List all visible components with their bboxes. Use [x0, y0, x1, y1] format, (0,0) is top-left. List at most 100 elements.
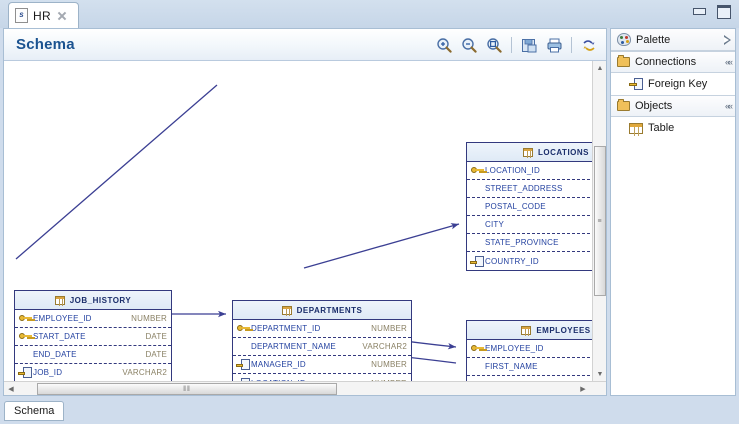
palette-item-label: Table	[648, 122, 675, 134]
folder-icon	[617, 55, 630, 67]
bottom-tab-strip: Schema	[0, 398, 739, 424]
window-controls	[691, 4, 731, 19]
bottom-tab-schema[interactable]: Schema	[4, 401, 65, 421]
toolbar-separator	[571, 37, 572, 53]
er-column-row[interactable]: POSTAL_CODEVARCHAR2	[467, 198, 593, 216]
palette-header[interactable]: Palette	[611, 29, 735, 51]
er-column-type: NUMBER	[371, 379, 407, 382]
canvas-horizontal-scrollbar[interactable]: ◀ ‖‖ ▶	[4, 381, 606, 395]
triangle-up-icon[interactable]: ▲	[596, 64, 604, 72]
er-table-title: JOB_HISTORY	[69, 295, 132, 305]
column-icon-none	[470, 201, 485, 212]
primary-key-icon	[18, 313, 33, 324]
canvas-vertical-scrollbar[interactable]: ▲ ≡ ▼	[592, 61, 606, 381]
column-icon-none	[470, 237, 485, 248]
palette-section-label: Connections	[635, 56, 697, 68]
er-table-employees[interactable]: EMPLOYEESEMPLOYEE_IDNUMBERFIRST_NAMEVARC…	[466, 320, 593, 381]
er-column-type: DATE	[145, 332, 167, 341]
er-column-name: EMPLOYEE_ID	[485, 344, 544, 353]
folder-icon	[617, 99, 630, 111]
er-table-title: LOCATIONS	[537, 147, 589, 157]
er-column-type: VARCHAR2	[362, 342, 407, 351]
palette-section-label: Objects	[635, 100, 673, 112]
er-column-name: END_DATE	[33, 350, 77, 359]
maximize-button[interactable]	[716, 4, 731, 19]
er-column-type: NUMBER	[131, 314, 167, 323]
zoom-out-icon[interactable]	[458, 34, 480, 56]
editor-toolbar	[433, 34, 600, 56]
er-column-name: DEPARTMENT_NAME	[251, 342, 336, 351]
er-column-row[interactable]: STREET_ADDRESSVARCHAR2	[467, 180, 593, 198]
er-column-name: JOB_ID	[33, 368, 63, 377]
table-icon	[281, 305, 292, 315]
triangle-right-icon[interactable]	[724, 34, 731, 45]
er-column-name: STATE_PROVINCE	[485, 238, 559, 247]
er-column-name: LOCATION_ID	[485, 166, 540, 175]
zoom-in-icon[interactable]	[433, 34, 455, 56]
er-table-header: LOCATIONS	[467, 143, 593, 162]
palette-section-connections[interactable]: Connections ««	[611, 51, 735, 73]
er-column-row[interactable]: DEPARTMENT_NAME VARCHAR2	[233, 338, 411, 356]
editor-header: Schema	[4, 29, 606, 61]
er-column-row[interactable]: EMPLOYEE_ID NUMBER	[15, 310, 171, 328]
refresh-icon[interactable]	[578, 34, 600, 56]
primary-key-icon	[18, 331, 33, 342]
triangle-down-icon[interactable]: ▼	[596, 370, 604, 378]
table-icon	[54, 295, 65, 305]
minimize-button[interactable]	[691, 4, 706, 17]
er-column-type: NUMBER	[371, 324, 407, 333]
column-icon-none	[470, 219, 485, 230]
column-icon-none	[470, 183, 485, 194]
double-chevron-icon[interactable]: ««	[724, 57, 733, 67]
er-column-type: DATE	[145, 350, 167, 359]
er-column-name: POSTAL_CODE	[485, 202, 546, 211]
zoom-fit-icon[interactable]	[483, 34, 505, 56]
triangle-right-icon[interactable]: ▶	[580, 386, 586, 393]
editor-tab-label: HR	[33, 8, 51, 23]
editor-tab-hr[interactable]: s HR	[8, 2, 79, 28]
er-column-name: COUNTRY_ID	[485, 256, 539, 266]
double-chevron-icon[interactable]: ««	[724, 101, 733, 111]
wire-job-history-jobs	[15, 84, 218, 260]
palette-section-objects[interactable]: Objects ««	[611, 95, 735, 117]
palette-item-table[interactable]: Table	[611, 117, 735, 139]
palette-item-foreign-key[interactable]: Foreign Key	[611, 73, 735, 95]
triangle-left-icon[interactable]: ◀	[8, 386, 14, 393]
horizontal-scroll-thumb[interactable]: ‖‖	[37, 383, 337, 395]
er-column-row[interactable]: JOB_ID VARCHAR2	[15, 364, 171, 381]
er-column-row[interactable]: END_DATE DATE	[15, 346, 171, 364]
vertical-scroll-thumb[interactable]: ≡	[594, 146, 606, 296]
primary-key-icon	[470, 343, 485, 354]
table-icon	[521, 325, 532, 335]
er-column-name: LOCATION_ID	[251, 379, 371, 382]
print-icon[interactable]	[543, 34, 565, 56]
foreign-key-icon	[470, 255, 485, 267]
palette-header-label: Palette	[636, 33, 671, 46]
table-icon	[522, 147, 533, 157]
close-icon[interactable]	[56, 10, 68, 22]
save-icon[interactable]	[518, 34, 540, 56]
er-column-row[interactable]: STATE_PROVINCEVARCHAR2	[467, 234, 593, 252]
er-column-name: EMPLOYEE_ID	[33, 314, 92, 323]
primary-key-icon	[470, 165, 485, 176]
er-column-row[interactable]: CITYVARCHAR2	[467, 216, 593, 234]
er-table-locations[interactable]: LOCATIONS LOCATION_IDNUMBERSTREET_ADDRESS…	[466, 142, 593, 271]
er-column-type: VARCHAR2	[122, 368, 167, 377]
scroll-grip: ‖‖	[183, 385, 191, 393]
window-title-bar: s HR	[0, 0, 739, 28]
